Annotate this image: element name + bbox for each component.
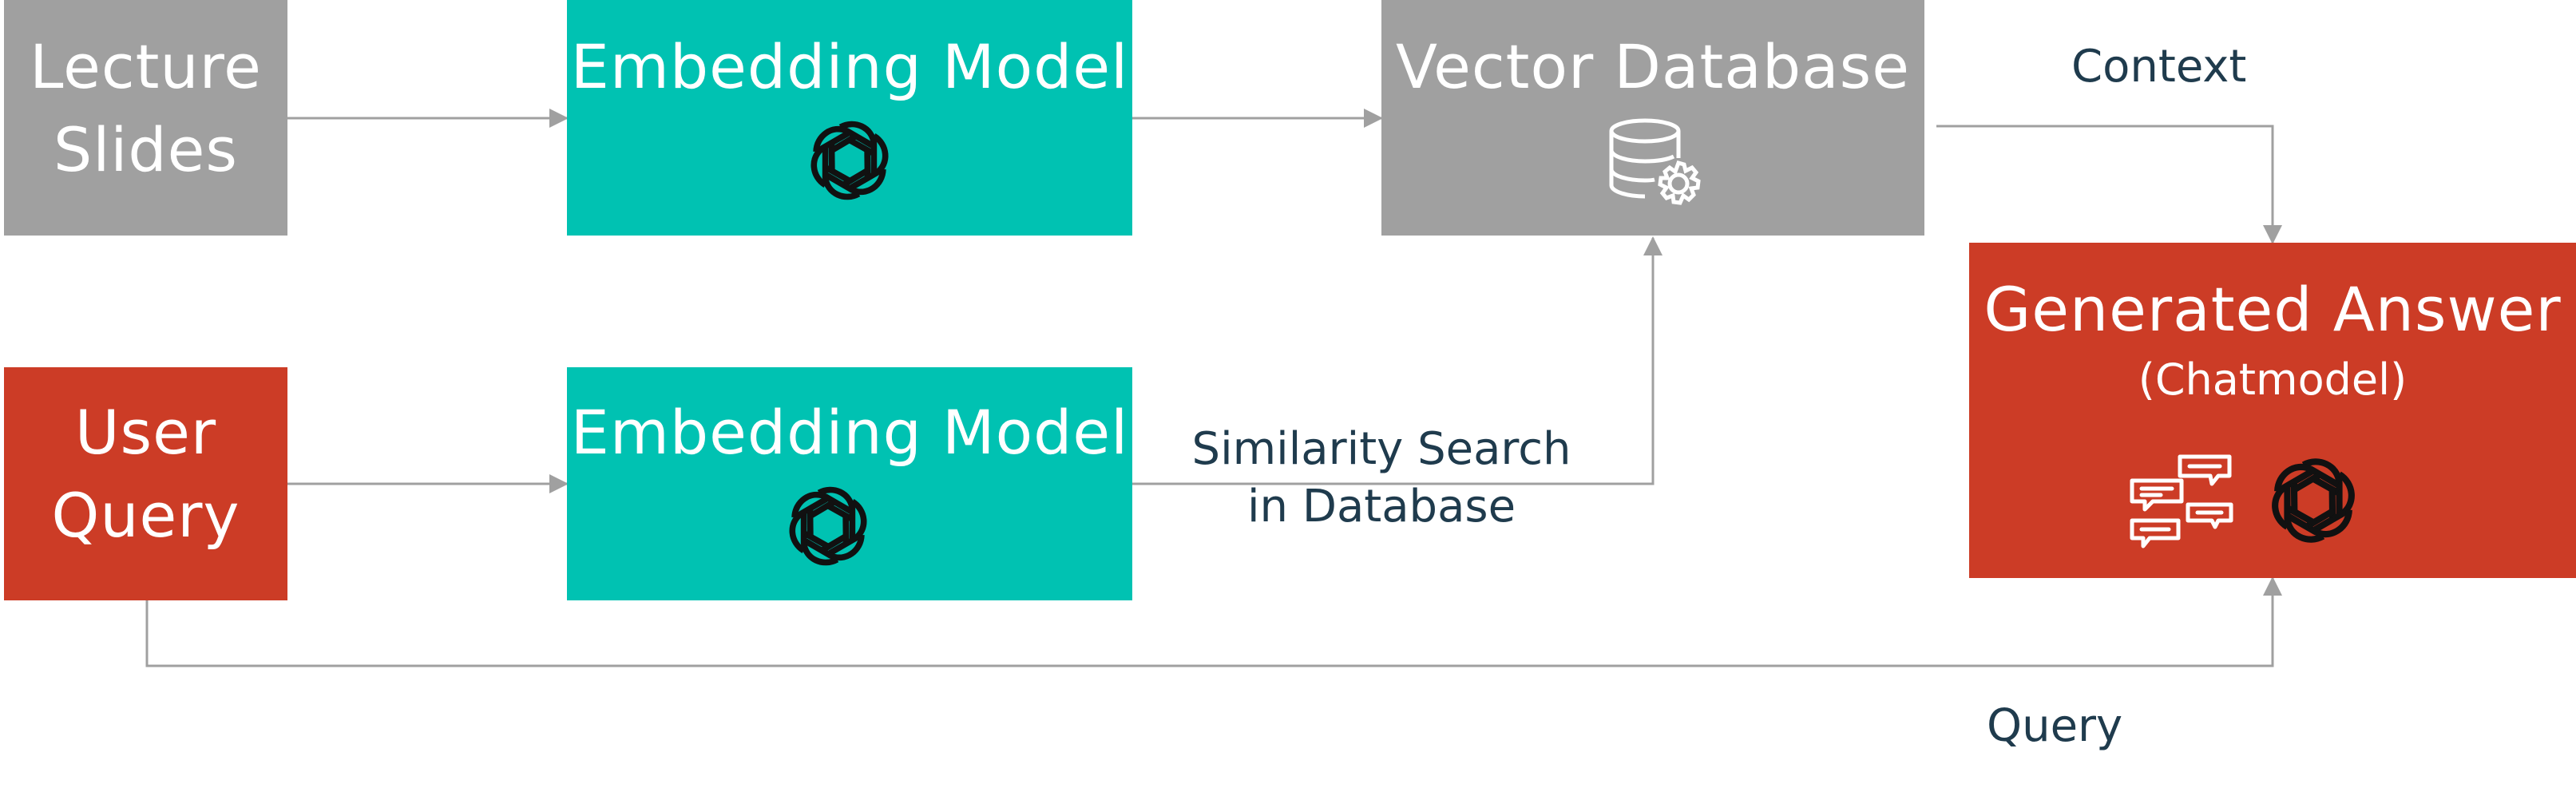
node-label: Embedding Model	[570, 31, 1129, 102]
embedding-model-top-node: Embedding Model	[567, 0, 1132, 236]
openai-logo-icon	[789, 486, 867, 566]
embedding-model-bottom-node: Embedding Model	[567, 367, 1132, 600]
database-gear-icon	[1609, 118, 1701, 205]
openai-logo-icon	[2272, 458, 2355, 543]
edge-label-similarity-search: Similarity Search in Database	[1182, 421, 1581, 535]
lecture-slides-node: Lecture Slides	[4, 0, 287, 236]
arrow-query-to-answer	[145, 576, 2282, 667]
arrow-context-to-answer	[1936, 125, 2282, 244]
node-label: Lecture	[30, 31, 262, 102]
edge-label-line: Similarity Search	[1191, 423, 1571, 475]
node-label: Embedding Model	[570, 397, 1129, 468]
user-query-node: User Query	[4, 367, 287, 600]
node-label: Query	[51, 480, 240, 551]
node-label: User	[74, 397, 217, 468]
vector-database-node: Vector Database	[1381, 0, 1924, 236]
node-label: Vector Database	[1396, 31, 1910, 102]
edge-label-line: in Database	[1246, 480, 1516, 533]
generated-answer-node: Generated Answer (Chatmodel)	[1969, 243, 2576, 578]
node-label: Generated Answer	[1984, 274, 2562, 345]
openai-logo-icon	[810, 121, 889, 200]
node-label: Slides	[53, 114, 239, 185]
edge-label-query: Query	[1987, 700, 2123, 752]
chat-bubbles-icon	[2130, 454, 2233, 548]
arrow-similarity-to-vectordb	[1132, 236, 1663, 485]
node-sublabel: (Chatmodel)	[2138, 354, 2408, 405]
edge-label-context: Context	[2071, 41, 2247, 93]
